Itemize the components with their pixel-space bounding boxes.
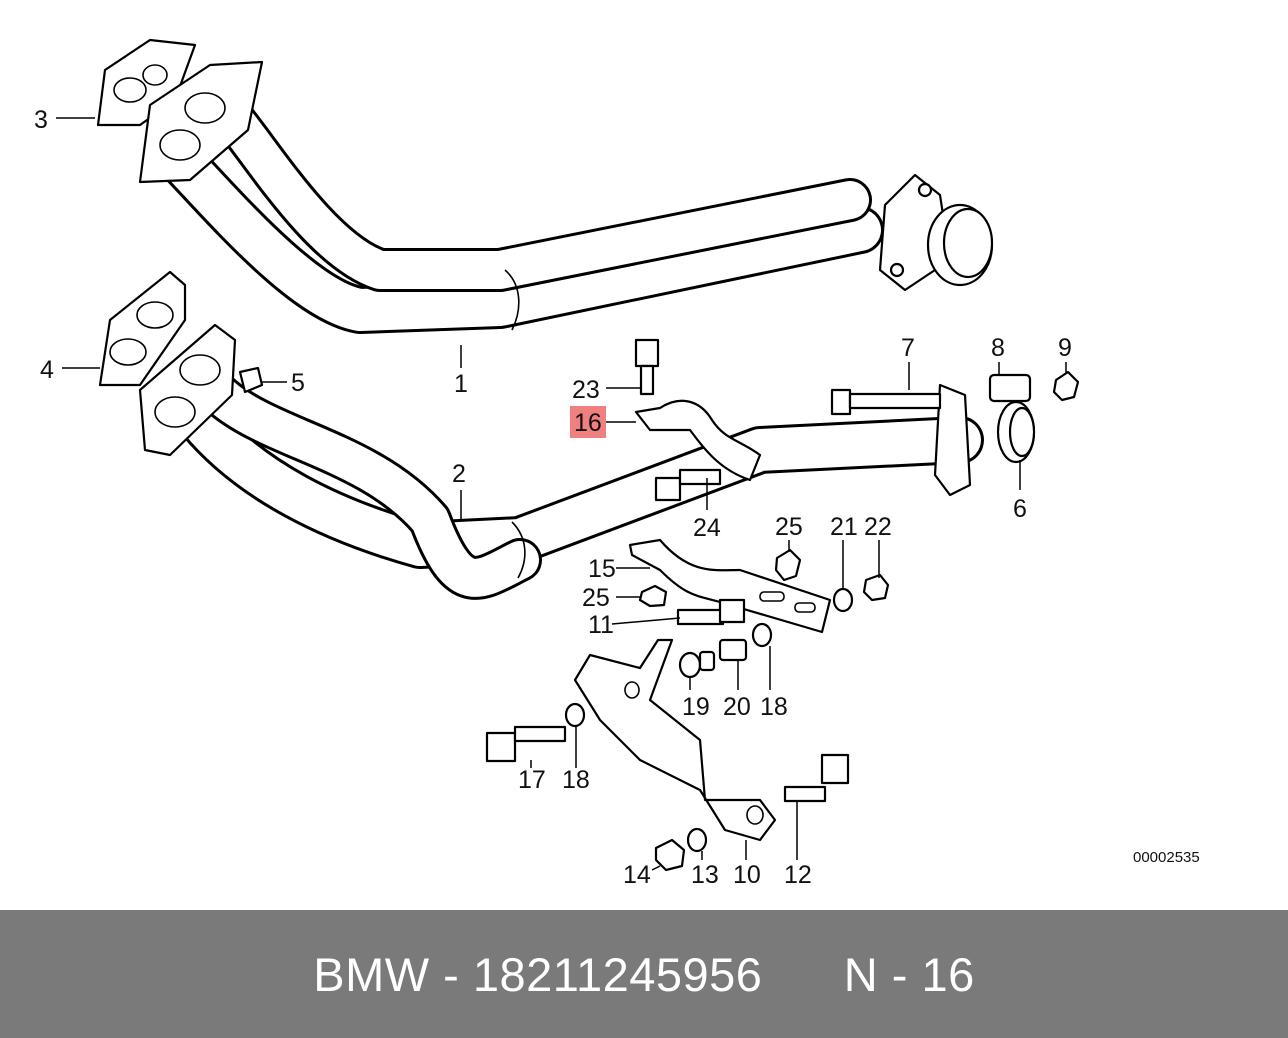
label-6: 6 bbox=[1013, 495, 1027, 523]
label-12: 12 bbox=[784, 861, 812, 889]
label-19: 19 bbox=[682, 693, 710, 721]
label-17: 17 bbox=[518, 766, 546, 794]
hardware bbox=[485, 338, 1080, 872]
label-18-right: 18 bbox=[760, 693, 788, 721]
label-15: 15 bbox=[588, 555, 616, 583]
label-23: 23 bbox=[572, 376, 600, 404]
leader-lines bbox=[56, 117, 1067, 871]
footer-bar: BMW - 18211245956 N - 16 bbox=[0, 910, 1288, 1038]
label-7: 7 bbox=[901, 334, 915, 362]
highlight-box bbox=[570, 406, 606, 438]
spacer bbox=[762, 947, 843, 1002]
label-5: 5 bbox=[291, 369, 305, 397]
part-number: 18211245956 bbox=[472, 947, 763, 1001]
separator: - bbox=[429, 947, 473, 1001]
label-10: 10 bbox=[733, 861, 761, 889]
footer-caption: BMW - 18211245956 N - 16 bbox=[0, 910, 1288, 1038]
position-label: N - 16 bbox=[843, 947, 975, 1001]
callout-labels: 3 4 5 1 2 7 8 9 6 23 16 24 25 21 22 15 2… bbox=[34, 106, 1200, 889]
label-11: 11 bbox=[588, 611, 614, 639]
exhaust-pipe-diagram: 3 4 5 1 2 7 8 9 6 23 16 24 25 21 22 15 2… bbox=[34, 38, 1200, 889]
front-pipe-2 bbox=[98, 270, 1036, 600]
label-13: 13 bbox=[691, 861, 719, 889]
label-25-upper: 25 bbox=[775, 513, 803, 541]
label-16: 16 bbox=[574, 409, 602, 437]
front-pipe-1 bbox=[96, 38, 994, 334]
label-14: 14 bbox=[623, 861, 651, 889]
label-1: 1 bbox=[454, 370, 468, 398]
label-25-lower: 25 bbox=[582, 584, 610, 612]
brand-name: BMW bbox=[313, 947, 430, 1001]
label-24: 24 bbox=[693, 514, 721, 542]
label-9: 9 bbox=[1058, 334, 1072, 362]
diagram-reference-number: 00002535 bbox=[1133, 849, 1200, 866]
label-18-left: 18 bbox=[562, 766, 590, 794]
label-20: 20 bbox=[723, 693, 751, 721]
label-22: 22 bbox=[864, 513, 892, 541]
label-8: 8 bbox=[991, 334, 1005, 362]
label-2: 2 bbox=[452, 460, 466, 488]
label-3: 3 bbox=[34, 106, 48, 134]
label-4: 4 bbox=[40, 356, 54, 384]
label-21: 21 bbox=[830, 513, 858, 541]
